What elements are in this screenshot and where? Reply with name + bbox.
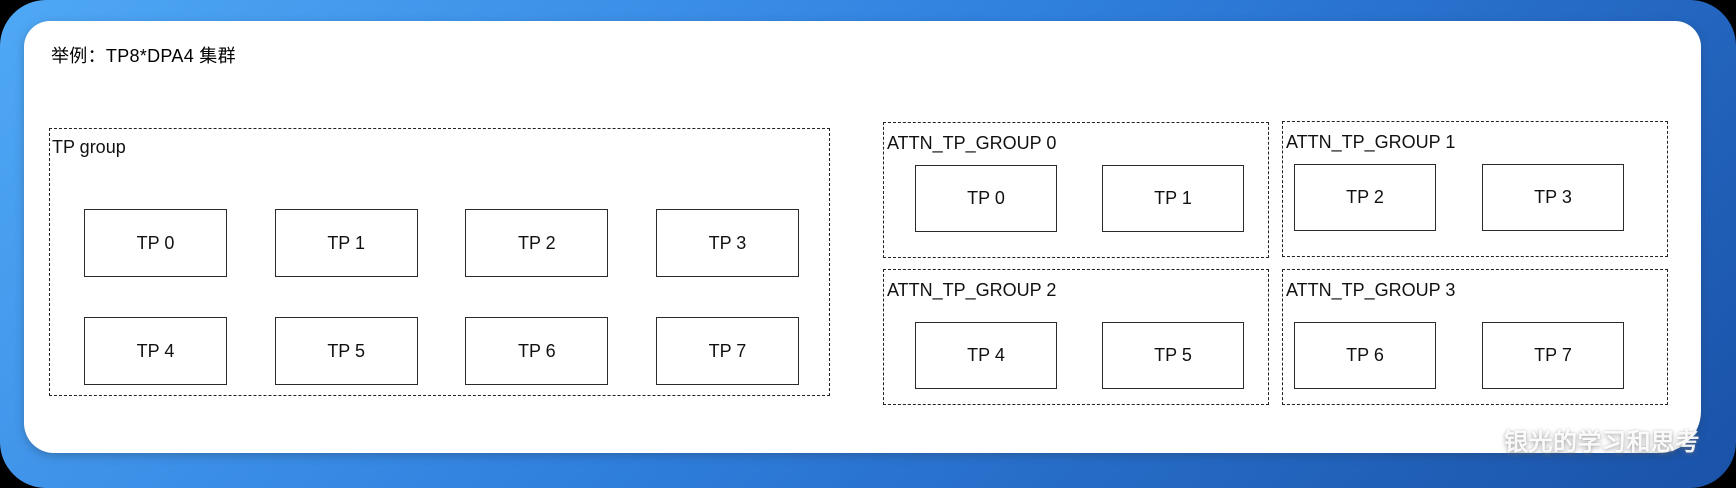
attn-tp-group-3-box: ATTN_TP_GROUP 3 TP 6 TP 7 xyxy=(1282,269,1668,405)
attn-tp-group-0-row: TP 0 TP 1 xyxy=(915,165,1244,232)
attn-tp-group-2-label: ATTN_TP_GROUP 2 xyxy=(887,280,1057,300)
tp-unit-6: TP 6 xyxy=(465,317,609,385)
tp-unit-4: TP 4 xyxy=(84,317,227,385)
attn1-tp-unit-3: TP 3 xyxy=(1482,164,1624,231)
attn3-tp-unit-6: TP 6 xyxy=(1294,322,1436,389)
tp-group-row-2: TP 4 TP 5 TP 6 TP 7 xyxy=(84,317,799,385)
tp-group-row-1: TP 0 TP 1 TP 2 TP 3 xyxy=(84,209,799,277)
attn3-tp-unit-7: TP 7 xyxy=(1482,322,1624,389)
diagram-title: 举例：TP8*DPA4 集群 xyxy=(51,46,236,66)
watermark-text: 银光的学习和思考 xyxy=(1504,429,1700,456)
attn1-tp-unit-2: TP 2 xyxy=(1294,164,1436,231)
attn0-tp-unit-1: TP 1 xyxy=(1102,165,1244,232)
tp-unit-3: TP 3 xyxy=(655,209,799,277)
diagram-card: 举例：TP8*DPA4 集群 TP group TP 0 TP 1 TP 2 T… xyxy=(24,21,1701,456)
attn-tp-group-2-row: TP 4 TP 5 xyxy=(915,322,1244,389)
attn-tp-group-1-label: ATTN_TP_GROUP 1 xyxy=(1286,132,1456,152)
attn-tp-group-0-box: ATTN_TP_GROUP 0 TP 0 TP 1 xyxy=(883,122,1269,258)
tp-unit-2: TP 2 xyxy=(465,209,609,277)
tp-unit-1: TP 1 xyxy=(274,209,418,277)
tp-unit-7: TP 7 xyxy=(655,317,799,385)
attn-tp-group-1-box: ATTN_TP_GROUP 1 TP 2 TP 3 xyxy=(1282,121,1668,257)
attn-tp-group-3-row: TP 6 TP 7 xyxy=(1294,322,1624,389)
tp-group-box: TP group TP 0 TP 1 TP 2 TP 3 TP 4 TP 5 T… xyxy=(49,128,830,396)
tp-unit-5: TP 5 xyxy=(274,317,418,385)
attn2-tp-unit-5: TP 5 xyxy=(1102,322,1244,389)
attn-tp-group-3-label: ATTN_TP_GROUP 3 xyxy=(1286,280,1456,300)
attn0-tp-unit-0: TP 0 xyxy=(915,165,1057,232)
attn-tp-group-1-row: TP 2 TP 3 xyxy=(1294,164,1624,231)
tp-group-label: TP group xyxy=(52,137,126,157)
attn2-tp-unit-4: TP 4 xyxy=(915,322,1057,389)
attn-tp-group-2-box: ATTN_TP_GROUP 2 TP 4 TP 5 xyxy=(883,269,1269,405)
tp-unit-0: TP 0 xyxy=(84,209,227,277)
attn-tp-group-0-label: ATTN_TP_GROUP 0 xyxy=(887,133,1057,153)
